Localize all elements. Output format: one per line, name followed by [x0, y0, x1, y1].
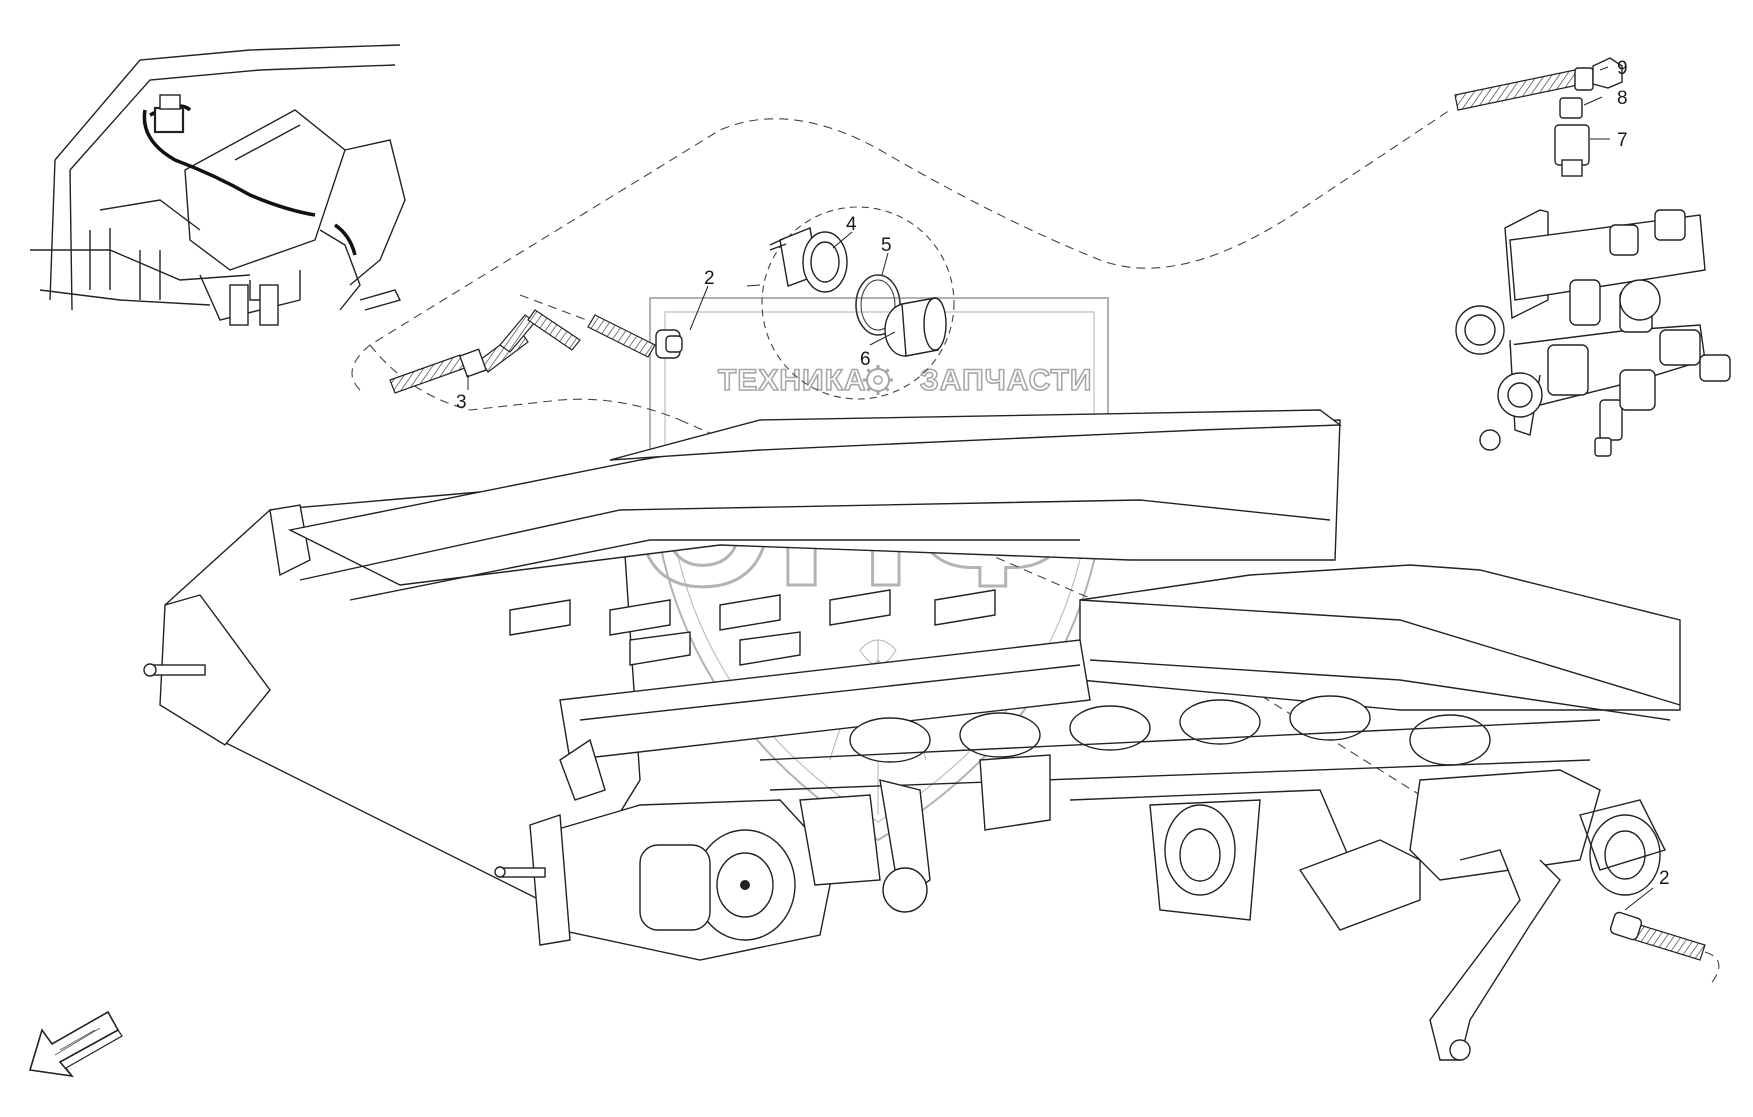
callout-2-upper: 2 — [704, 268, 715, 289]
callout-2-lower: 2 — [1659, 868, 1670, 889]
watermark-left-text: ТЕХНИКА — [718, 364, 867, 397]
callout-labels: 2 3 4 5 6 7 8 9 2 — [456, 58, 1670, 889]
callout-8: 8 — [1617, 88, 1628, 109]
detail-fittings — [769, 227, 947, 357]
watermark-shield — [649, 297, 1109, 842]
callout-3: 3 — [456, 392, 467, 413]
callout-9: 9 — [1617, 58, 1628, 79]
direction-arrow-icon — [28, 1010, 123, 1078]
leader-lines — [467, 66, 1654, 911]
spring-rollers — [849, 695, 1491, 766]
inset-location-view — [24, 39, 411, 331]
gear-icon — [863, 365, 893, 395]
callout-6: 6 — [860, 349, 871, 370]
callout-5: 5 — [881, 235, 892, 256]
callout-7: 7 — [1617, 130, 1628, 151]
callout-4: 4 — [846, 214, 857, 235]
watermark-right-text: ЗАПЧАСТИ — [920, 364, 1092, 397]
main-assembly — [143, 409, 1720, 1061]
hose-assembly-3 — [389, 309, 683, 394]
valve-block — [1454, 57, 1731, 457]
